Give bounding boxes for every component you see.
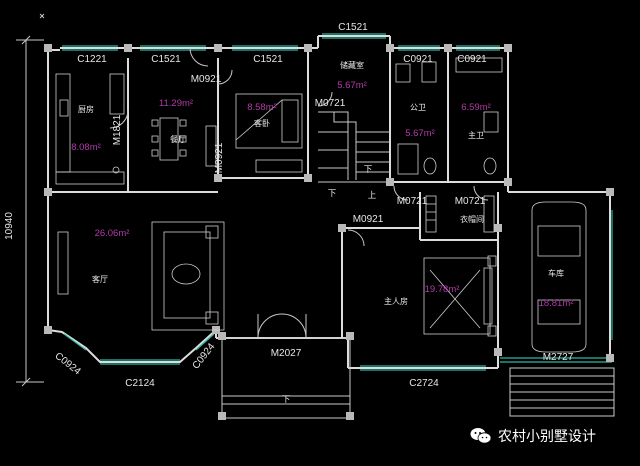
outer-walls — [47, 35, 611, 369]
label-c0921-b: C0921 — [457, 54, 487, 65]
room-area-storage: 5.67m² — [337, 80, 367, 91]
room-name-guest: 客卧 — [254, 118, 270, 128]
label-down-entry: 下 — [282, 395, 291, 405]
label-m2027: M2027 — [271, 348, 302, 359]
label-m0921-top: M0921 — [191, 74, 222, 85]
label-down-stair: 下 — [328, 189, 337, 199]
garage-car — [531, 201, 587, 353]
guest-bed — [235, 93, 303, 173]
room-area-guest: 8.58m² — [247, 102, 277, 113]
label-up-stair: 上 — [368, 191, 377, 201]
label-m0721-b: M0721 — [455, 196, 486, 207]
label-m0721-store: M0721 — [315, 98, 346, 109]
label-c1221: C1221 — [77, 54, 107, 65]
bathroom-fixtures — [395, 57, 503, 175]
room-area-dining: 11.29m² — [159, 98, 193, 109]
room-area-garage: 18.81m² — [539, 298, 574, 309]
label-c2724: C2724 — [409, 378, 439, 389]
watermark: 农村小别墅设计 — [470, 424, 596, 448]
room-name-public-bath: 公卫 — [410, 103, 426, 112]
door-swings — [109, 47, 489, 247]
room-name-garage: 车库 — [548, 268, 564, 278]
room-name-dining: 餐厅 — [170, 135, 186, 144]
room-name-living: 客厅 — [92, 274, 108, 284]
room-area-living: 26.06m² — [95, 228, 130, 239]
room-area-master-bath: 6.59m² — [461, 102, 491, 113]
label-c1521-b: C1521 — [253, 54, 283, 65]
interior-walls — [48, 48, 508, 338]
stairs — [318, 131, 390, 173]
room-name-storage: 储藏室 — [340, 60, 364, 70]
room-name-master-bed: 主人房 — [384, 296, 408, 306]
label-c2124: C2124 — [125, 378, 155, 389]
kitchen-furniture — [55, 73, 125, 185]
room-name-master-bath: 主卫 — [468, 130, 484, 140]
entrance-porch — [218, 313, 354, 420]
label-c0921-a: C0921 — [403, 54, 433, 65]
label-m0921-kitchen: M0921 — [214, 142, 225, 173]
windows — [62, 33, 613, 371]
room-name-closet: 衣帽间 — [460, 214, 484, 224]
overall-dimension: 10940 — [4, 35, 44, 387]
label-m1821: M1821 — [112, 114, 123, 145]
room-area-kitchen: 8.08m² — [71, 142, 101, 153]
label-m0721-a: M0721 — [397, 196, 428, 207]
label-c0924-left: C0924 — [53, 351, 83, 378]
label-top-c1521: C1521 — [338, 22, 368, 33]
living-sofa-set — [57, 221, 225, 331]
garage-apron — [500, 357, 615, 417]
label-m0921-master: M0921 — [353, 214, 384, 225]
watermark-text: 农村小别墅设计 — [498, 429, 596, 445]
master-bed — [423, 255, 497, 337]
room-area-public-bath: 5.67m² — [405, 128, 435, 139]
columns — [44, 44, 614, 362]
label-m2727: M2727 — [543, 352, 574, 363]
closet-shelves — [425, 195, 495, 233]
overall-height-label: 10940 — [4, 212, 15, 240]
label-c0924-right: C0924 — [191, 341, 218, 371]
room-name-kitchen: 厨房 — [78, 104, 94, 114]
label-c1521-a: C1521 — [151, 54, 181, 65]
label-down-stair-2: 下 — [364, 165, 373, 175]
wechat-icon — [470, 428, 492, 444]
room-area-master-bed: 19.78m² — [425, 284, 460, 295]
dining-table — [151, 117, 217, 167]
